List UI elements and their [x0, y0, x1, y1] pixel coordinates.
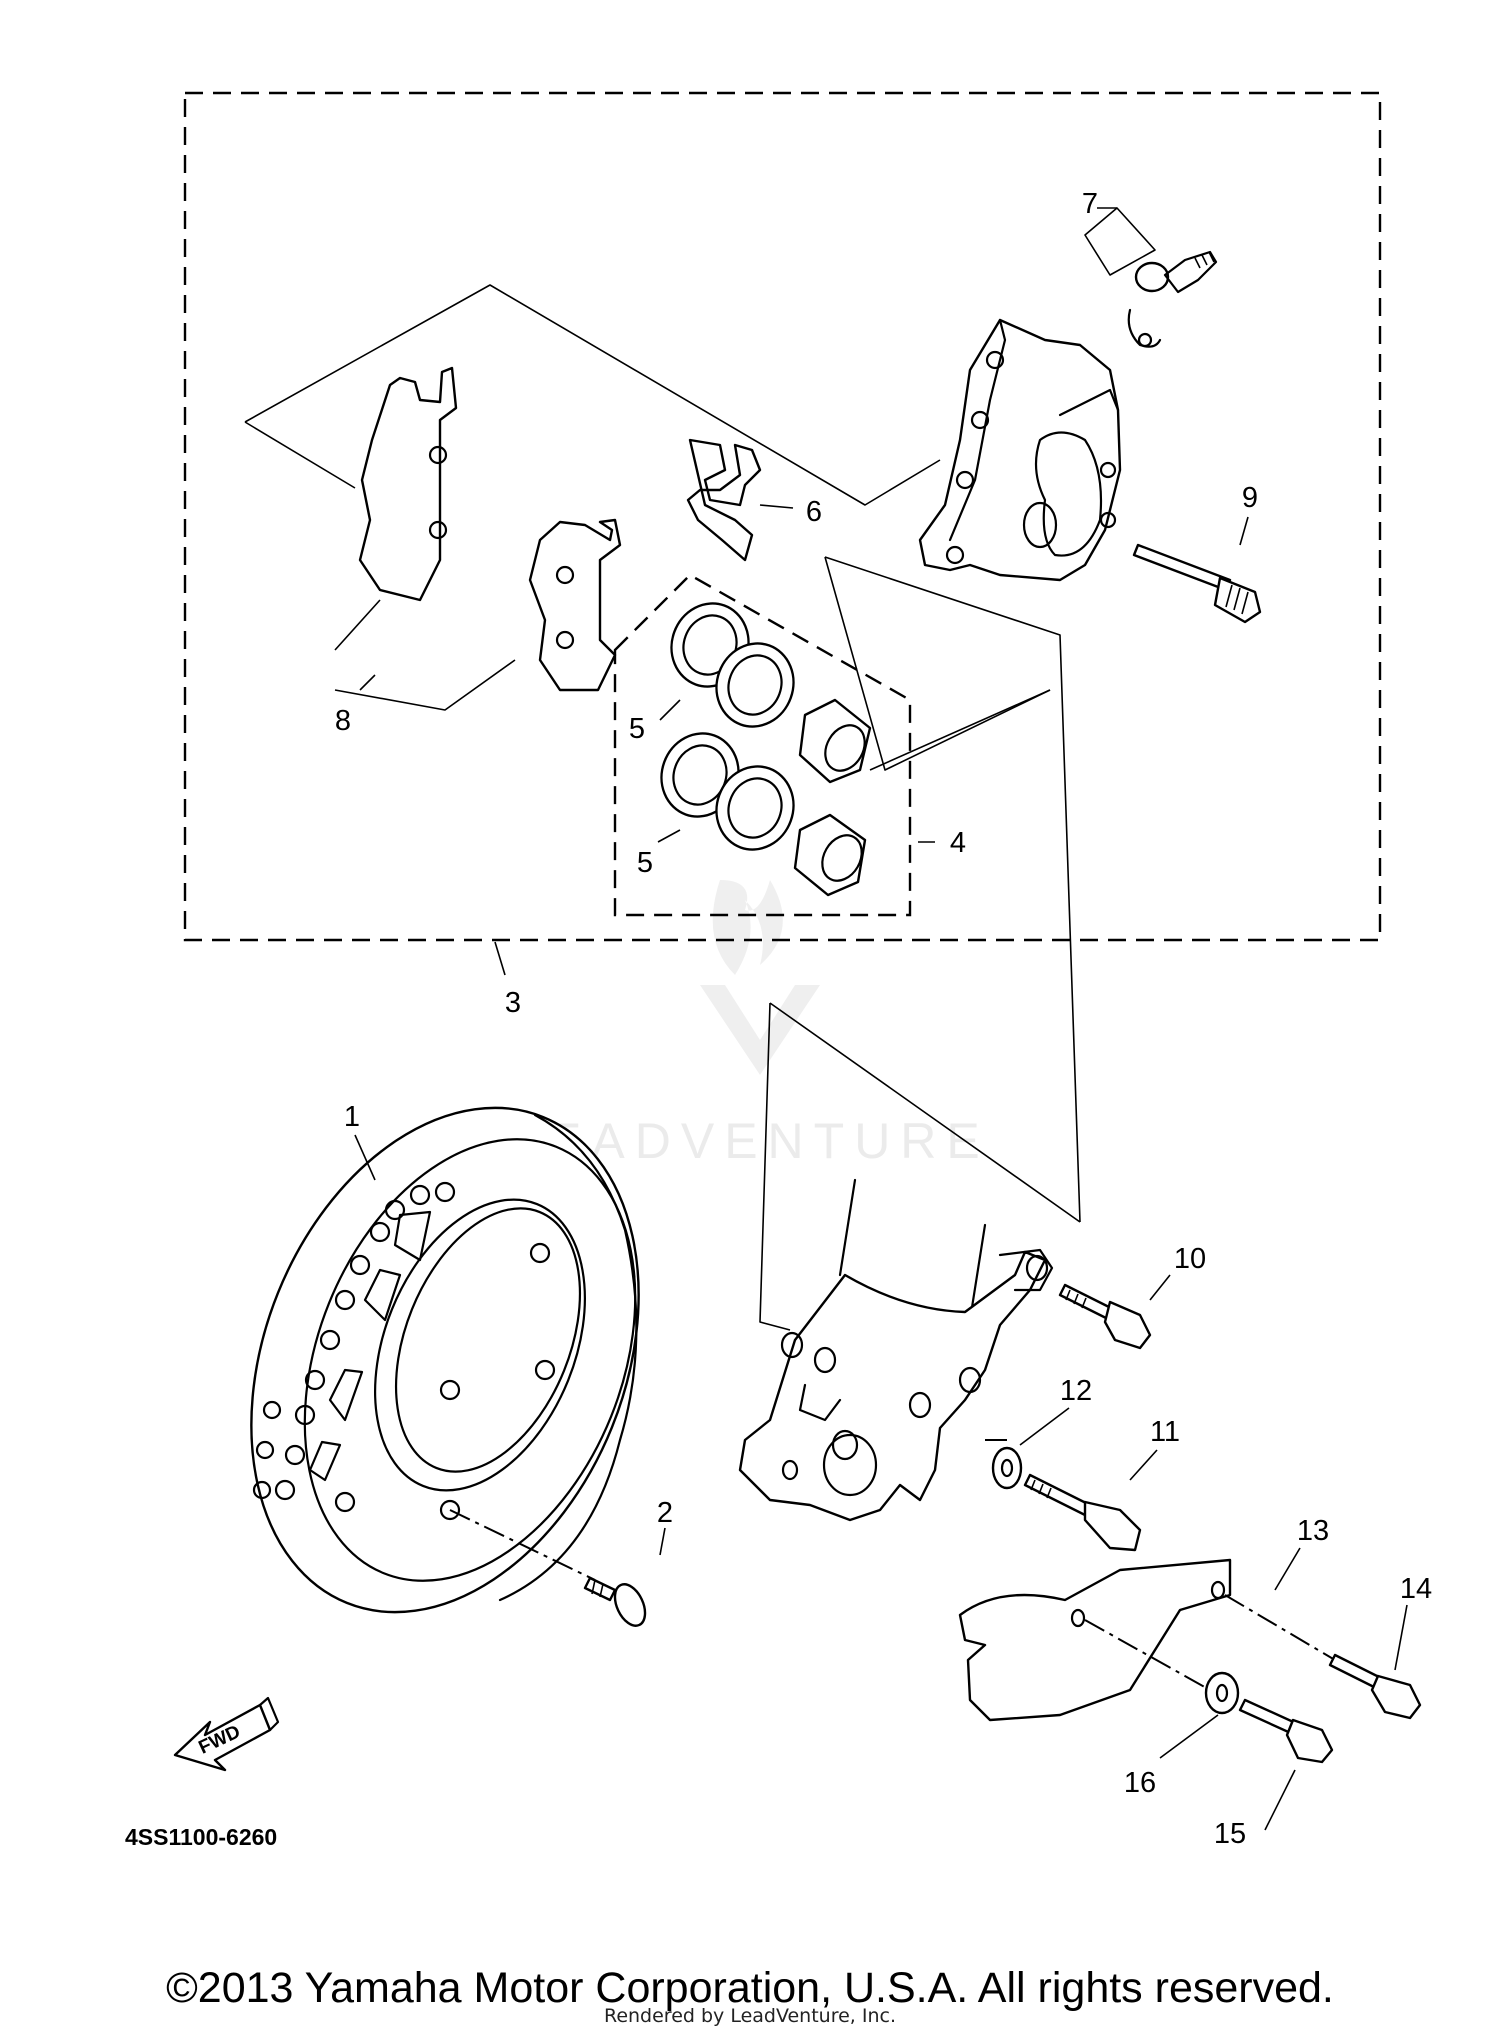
- washer-16: [1204, 1671, 1240, 1715]
- caliper-bolt-11: [1023, 1473, 1142, 1552]
- pad-spring-clip: [686, 438, 762, 562]
- callout-7: 7: [1082, 188, 1098, 220]
- callout-3: 3: [505, 987, 521, 1019]
- callout-4: 4: [950, 827, 966, 859]
- callout-15: 15: [1214, 1818, 1246, 1850]
- caliper-assembly-boundary: [183, 91, 1382, 942]
- caliper-slide-pin: [1132, 543, 1262, 624]
- guard-bolt-15: [1238, 1698, 1334, 1764]
- fwd-arrow-icon: FWD: [173, 1696, 280, 1772]
- leader-lines: [354, 207, 1408, 1831]
- caliper-body: [918, 318, 1122, 582]
- rendered-by-credit: Rendered by LeadVenture, Inc.: [603, 2005, 897, 2027]
- brake-pad-left: [358, 366, 458, 602]
- part-code: 4SS1100-6260: [125, 1824, 277, 1850]
- guard-bolt-14: [1328, 1653, 1422, 1720]
- disc-guard: [958, 1558, 1336, 1722]
- callout-labels: 1 2 3 4 5 5 6 7 8 9 10 11 12 13 14 15 16: [335, 188, 1432, 1850]
- washer-12: [991, 1446, 1023, 1490]
- brake-pad-right: [528, 518, 622, 692]
- callout-6: 6: [806, 496, 822, 528]
- callout-8: 8: [335, 705, 351, 737]
- caliper-bolt-10: [985, 1283, 1152, 1441]
- callout-12: 12: [1060, 1375, 1092, 1407]
- fork-leg: [738, 1178, 1054, 1522]
- piston-seals: [660, 602, 795, 851]
- pistons: [793, 698, 872, 897]
- callout-16: 16: [1124, 1767, 1156, 1799]
- leadventure-watermark: LEADVENTURE: [510, 880, 980, 1169]
- callout-9: 9: [1242, 482, 1258, 514]
- disc-bolt: [449, 1509, 647, 1627]
- callout-5b: 5: [637, 847, 653, 879]
- bleed-screw: [1127, 250, 1218, 348]
- reference-lines: [244, 207, 1156, 1331]
- brake-disc: [250, 1106, 640, 1614]
- piston-kit-boundary: [613, 573, 912, 917]
- callout-2: 2: [657, 1497, 673, 1529]
- callout-1: 1: [344, 1101, 360, 1133]
- callout-14: 14: [1400, 1573, 1432, 1605]
- callout-13: 13: [1297, 1515, 1329, 1547]
- copyright-notice: ©2013 Yamaha Motor Corporation, U.S.A. A…: [166, 1964, 1334, 2012]
- callout-11: 11: [1150, 1416, 1180, 1448]
- callout-5a: 5: [629, 713, 645, 745]
- callout-10: 10: [1174, 1243, 1206, 1275]
